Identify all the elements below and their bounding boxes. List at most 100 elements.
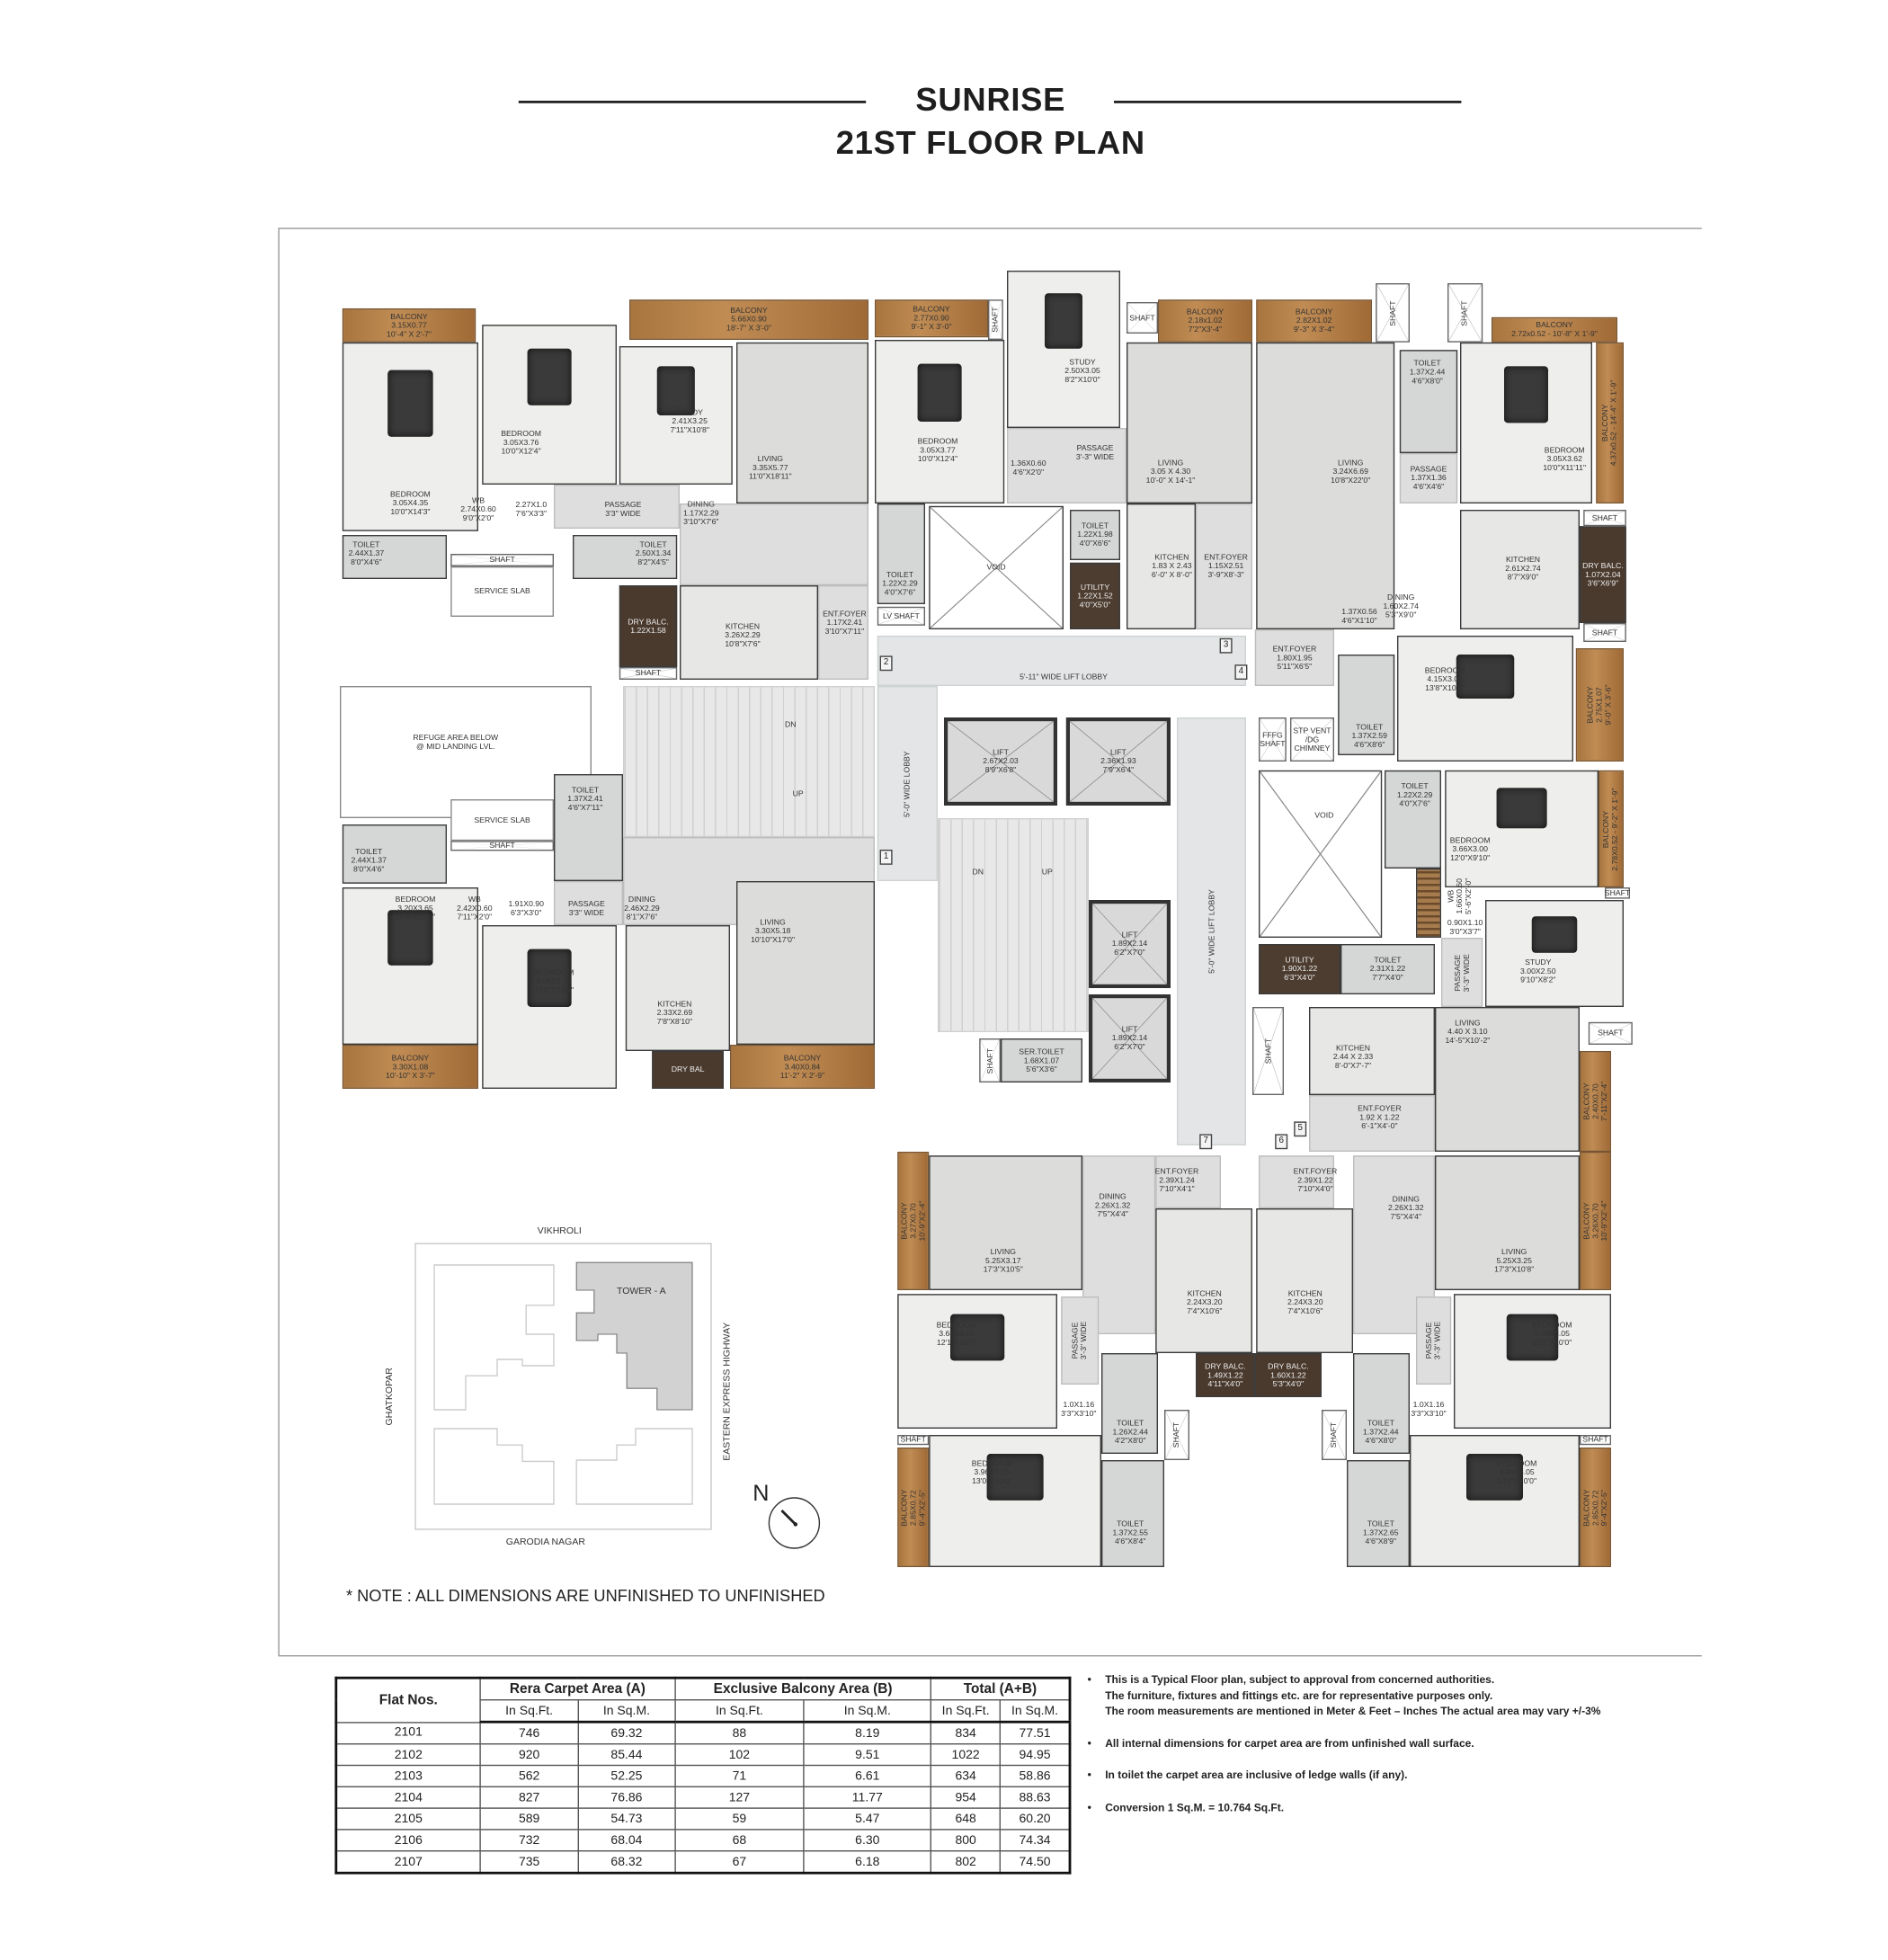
room-name: SHAFT (1591, 513, 1618, 522)
room-balcony (897, 1448, 930, 1567)
room-toilet (1338, 655, 1395, 755)
room-size-metric: 1.37X2.55 (1112, 1528, 1148, 1538)
room-size-metric: 1.37X2.41 (567, 795, 603, 804)
area-cell: 8.19 (803, 1721, 932, 1745)
room-size-metric: 3.30X5.18 (754, 927, 791, 936)
room-size-metric: 2.46X2.29 (624, 904, 660, 913)
room-name: LIVING (1337, 459, 1364, 468)
room-size-metric: SHAFT (1260, 739, 1286, 749)
room-shaft (1605, 887, 1630, 899)
notes-list: This is a Typical Floor plan, subject to… (1085, 1671, 1714, 1831)
room-size-metric: 1.37X2.65 (1363, 1528, 1399, 1538)
cross-mark-icon (930, 507, 1063, 628)
room-living (1127, 342, 1252, 503)
lobby-marker: 1 (879, 850, 893, 865)
room-size-imperial: 8'2"X4'5" (637, 557, 669, 567)
room-size-imperial: 3'10"X7'11" (824, 627, 865, 637)
room-name: UTILITY (1080, 583, 1110, 592)
area-cell: 85.44 (577, 1742, 676, 1767)
key-plan-drawing (414, 1243, 712, 1530)
area-cell: 68.32 (577, 1850, 676, 1874)
room-size-imperial: 3'10"X7'6" (683, 518, 719, 527)
title-rule-left (518, 101, 867, 103)
room-shaft (619, 667, 678, 680)
room-bedroom (342, 342, 478, 531)
room-shaft (1447, 283, 1483, 343)
room-shaft (450, 841, 554, 851)
room-size-imperial: 4'6"X8'9" (1365, 1537, 1397, 1546)
room-name: PASSAGE (1453, 954, 1463, 991)
room-size-metric: 3'0"X3'7" (1449, 927, 1481, 937)
room-name: 1.91X0.90 (508, 900, 544, 909)
room-kitchen (625, 925, 730, 1051)
room-name: KITCHEN (1287, 1289, 1322, 1299)
room-size-metric: 2.72x0.52 - 10'-8" X 1'-9" (1511, 329, 1598, 339)
room-label: DN (973, 868, 984, 877)
room-study (1007, 271, 1120, 428)
area-cell: 1022 (930, 1742, 1002, 1767)
room-size-imperial: 7'10"X4'0" (1297, 1185, 1333, 1194)
room-study (619, 346, 733, 485)
room-shaft (897, 1435, 930, 1446)
room-size-metric: 1.66X0.60 (1456, 878, 1465, 914)
room-dry-balc (619, 585, 678, 667)
room-label: SHAFT (1592, 628, 1617, 637)
room-name: KITCHEN (1187, 1289, 1222, 1299)
room-size-imperial: 9'-1" X 3'-0" (911, 323, 952, 332)
room-size-metric: 3.24X6.69 (1332, 468, 1368, 477)
room-bedroom (342, 887, 478, 1045)
room-dry-bal (652, 1051, 724, 1089)
room-kitchen (1127, 503, 1196, 629)
room-void (929, 505, 1064, 629)
room-size-imperial: 7'4"X10'6" (1287, 1306, 1323, 1316)
room-size-imperial: 7'9"X6'4" (1102, 765, 1135, 775)
room-name: VOID (1314, 811, 1334, 821)
room-size-metric: 3.05X3.77 (920, 446, 956, 456)
room-passage (1007, 428, 1127, 503)
room-ent-foyer (1155, 1155, 1221, 1208)
room-living (929, 1155, 1082, 1290)
area-cell: 746 (479, 1721, 579, 1745)
room-name: PASSAGE (1424, 1322, 1434, 1359)
room-size-metric: 1.37X2.59 (1351, 732, 1387, 741)
key-label-west: GHATKOPAR (383, 1368, 395, 1426)
room-label: SHAFT (1582, 1436, 1607, 1445)
cross-mark-icon (451, 555, 553, 566)
site-boundary (414, 1243, 712, 1530)
room-name: DINING (1392, 1195, 1420, 1205)
title-rule-right (1114, 101, 1462, 103)
room-name: WB (472, 496, 485, 506)
room-size-metric: 3.68X3.05 (939, 1330, 975, 1339)
room-name: ENT.FOYER (1358, 1104, 1402, 1114)
room-service-slab (450, 799, 554, 842)
room-size-metric: 1.60X2.74 (1383, 601, 1419, 611)
room-size-metric: /DG (1305, 735, 1320, 744)
area-cell: 102 (674, 1742, 805, 1767)
room-name: 5'-11" WIDE LIFT LOBBY (1020, 673, 1108, 682)
room-size-imperial: 8'9"X6'8" (984, 765, 1017, 775)
room-name: TOILET (1356, 723, 1384, 733)
bed-icon (1045, 293, 1082, 350)
room-size-metric: 3.05X3.76 (503, 438, 539, 448)
room-label: DRY BALC.1.22X1.58 (628, 618, 668, 636)
room-balcony (1580, 1051, 1611, 1152)
room-toilet (342, 535, 447, 579)
room-name: BALCONY (1581, 1488, 1591, 1527)
